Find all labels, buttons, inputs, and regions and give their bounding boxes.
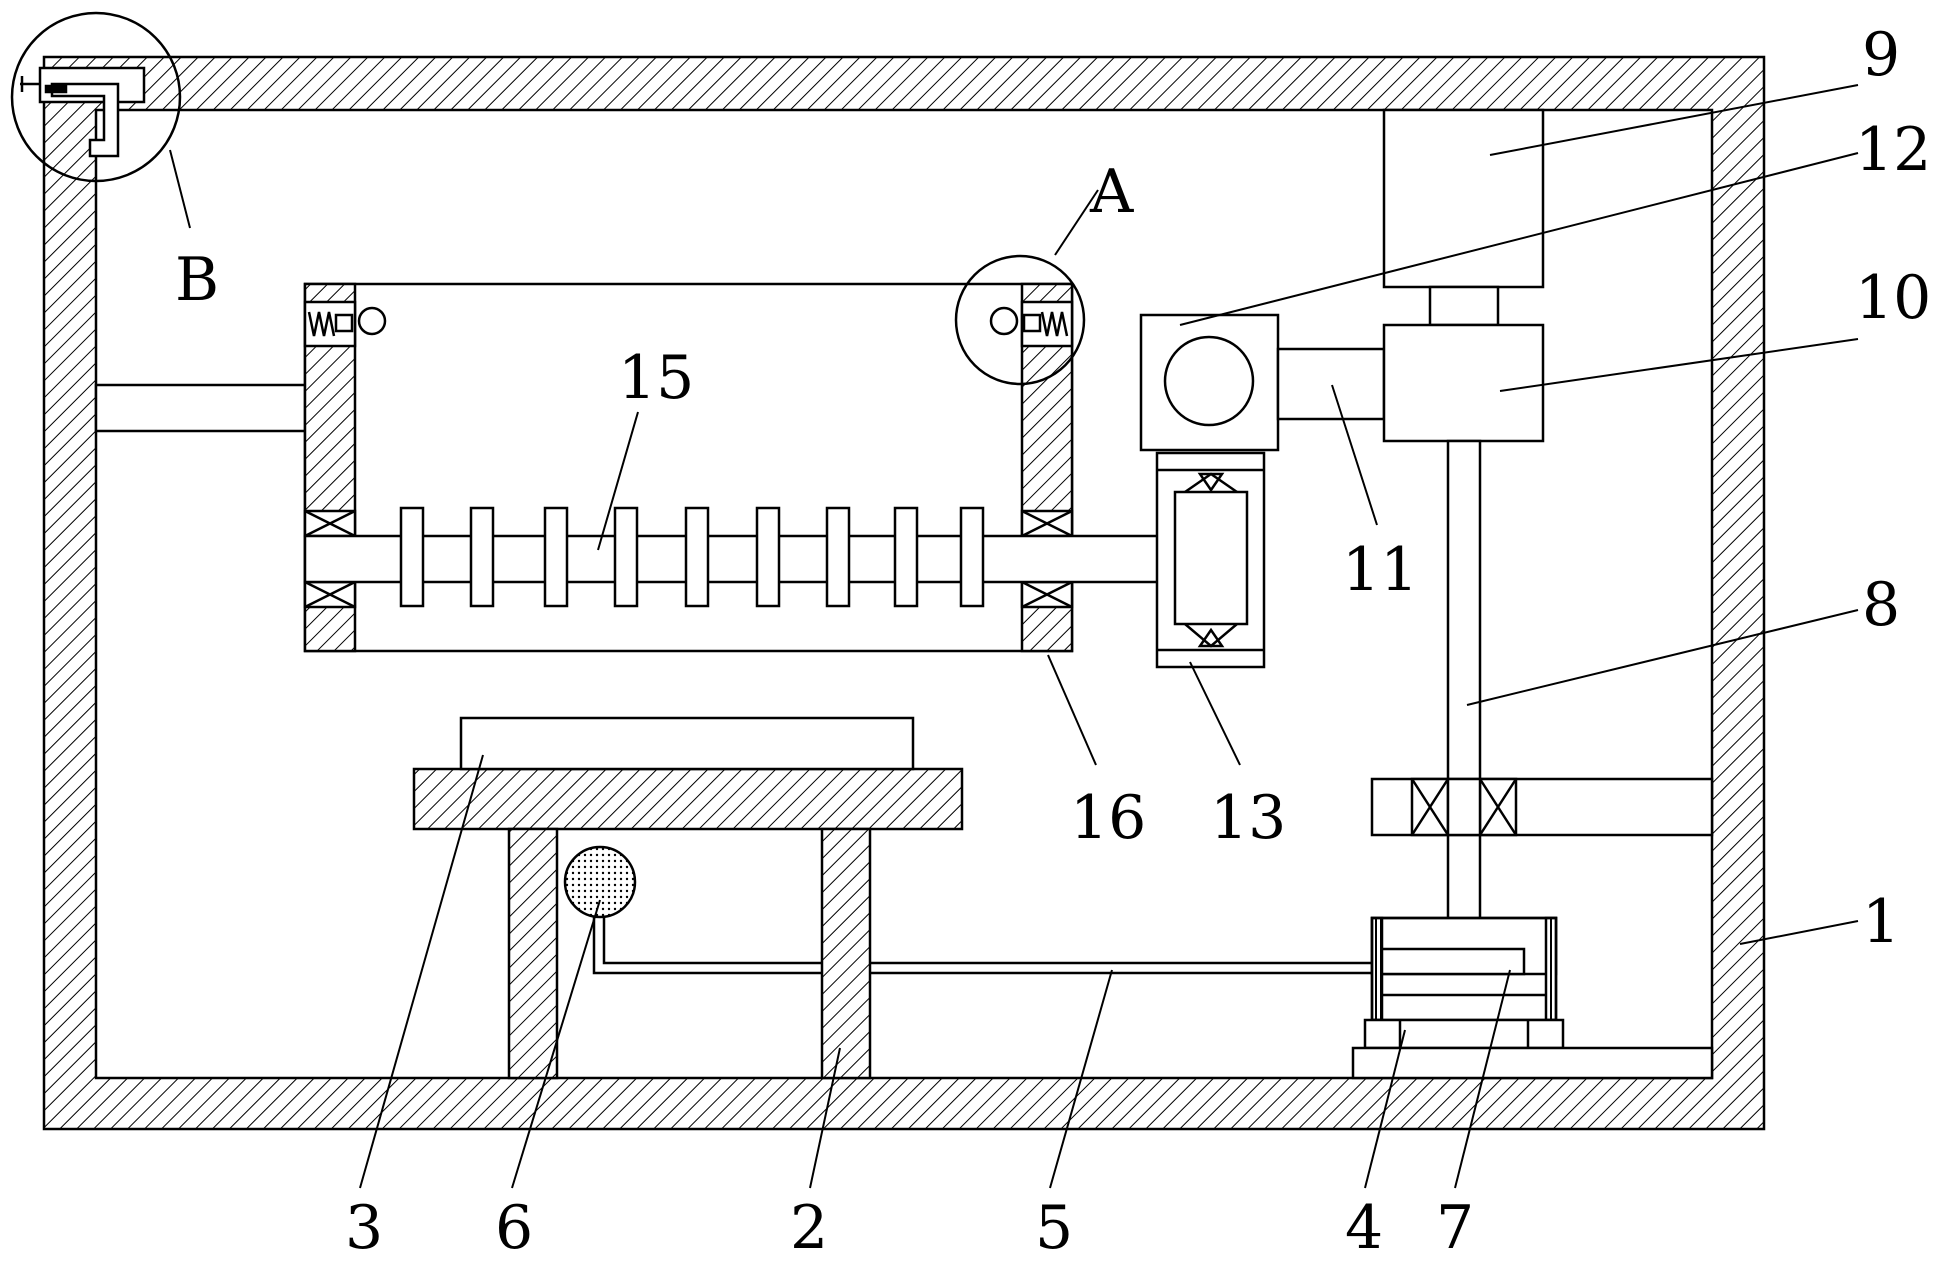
callout-9: 9 xyxy=(1862,20,1900,90)
callout-6: 6 xyxy=(495,1193,533,1263)
callout-15: 15 xyxy=(618,343,694,413)
callout-8: 8 xyxy=(1862,570,1900,640)
callout-2: 2 xyxy=(790,1193,828,1263)
pipe-5 xyxy=(592,905,1372,975)
callout-12: 12 xyxy=(1855,115,1931,185)
rod-8 xyxy=(1446,439,1482,951)
callout-16: 16 xyxy=(1070,783,1146,853)
left-support-bar xyxy=(94,383,308,433)
component-12 xyxy=(1139,313,1280,452)
callout-4: 4 xyxy=(1345,1193,1383,1263)
callout-a: A xyxy=(1089,157,1134,227)
pump-assembly xyxy=(1351,916,1714,1080)
callout-b: B xyxy=(175,245,219,315)
callout-10: 10 xyxy=(1855,263,1931,333)
component-10 xyxy=(1382,323,1545,443)
detail-b-circle xyxy=(10,11,182,183)
callout-5: 5 xyxy=(1035,1193,1073,1263)
callout-11: 11 xyxy=(1342,535,1418,605)
leader-lines xyxy=(169,84,1859,1189)
callout-3: 3 xyxy=(345,1193,383,1263)
support-table xyxy=(412,716,964,1080)
callout-13: 13 xyxy=(1210,783,1286,853)
component-9 xyxy=(1382,108,1545,289)
callout-labels: 1 2 3 4 5 6 7 8 9 10 11 12 13 15 16 A B xyxy=(175,20,1931,1263)
nozzle-6 xyxy=(563,845,637,919)
stirring-shaft xyxy=(303,506,1177,608)
detail-b xyxy=(10,11,182,183)
right-support xyxy=(1370,777,1714,837)
detail-a-circle xyxy=(954,254,1086,386)
component-13 xyxy=(1155,451,1266,669)
callout-7: 7 xyxy=(1436,1193,1474,1263)
connector-11 xyxy=(1276,347,1386,421)
callout-1: 1 xyxy=(1862,887,1900,957)
